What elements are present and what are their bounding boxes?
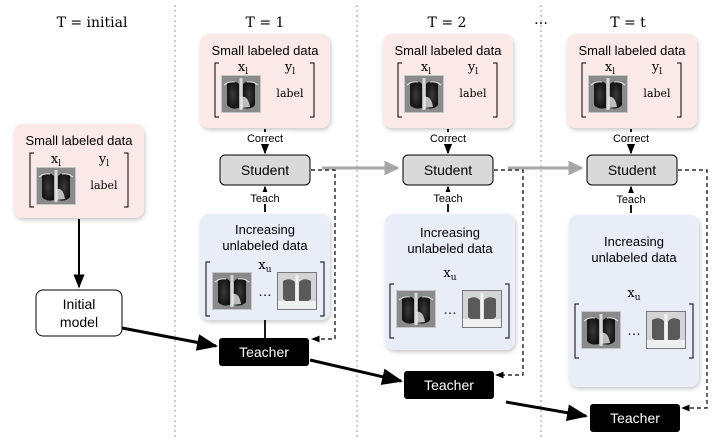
teacher-box-t2: Teacher: [404, 371, 494, 399]
labeled-data-title: Small labeled data: [579, 43, 687, 58]
x-unlabeled-symbol: xu: [443, 266, 456, 283]
label-text: label: [276, 87, 304, 100]
dashed-student-to-teacher-t1: [311, 169, 336, 343]
y-labeled-symbol: yl: [651, 60, 662, 77]
unlabeled-title-line1: Increasing: [420, 225, 480, 240]
unlabeled-data-box-tt: Increasing unlabeled data xu …: [569, 215, 699, 387]
edge-label-correct: Correct: [613, 133, 649, 145]
unlabeled-title-line2: unlabeled data: [591, 250, 677, 265]
label-text: label: [643, 87, 671, 100]
teacher-box-t1: Teacher: [219, 338, 309, 366]
correct-label-bg: [426, 132, 472, 144]
student-box-t1: Student: [219, 154, 311, 186]
chest-xray-icon: [211, 271, 253, 311]
student-box-tt: Student: [586, 154, 678, 186]
teach-label-bg: [248, 192, 282, 204]
x-labeled-symbol: xl: [51, 152, 61, 169]
teacher-label: Teacher: [610, 410, 660, 426]
student-box-t2: Student: [402, 154, 494, 186]
labeled-data-box-initial: Small labeled data xl yl label: [14, 124, 144, 218]
unlabeled-title-line1: Increasing: [235, 222, 295, 237]
correct-label-bg: [609, 132, 655, 144]
chest-xray-icon: [220, 74, 262, 114]
labeled-data-box-t1: Small labeled data xl yl label: [200, 34, 330, 128]
chest-xray-icon: [403, 74, 445, 114]
chest-xray-icon: [395, 289, 437, 329]
unlabeled-data-box-t1: Increasing unlabeled data xu …: [200, 214, 330, 320]
initial-model-box: Initial model: [35, 289, 123, 337]
header-t1: T = 1: [246, 15, 285, 31]
initial-model-label-line1: Initial: [63, 296, 96, 312]
student-label: Student: [608, 162, 656, 178]
label-text: label: [459, 87, 487, 100]
unlabeled-ellipsis: …: [443, 301, 457, 317]
unlabeled-data-box-t2: Increasing unlabeled data xu …: [385, 214, 515, 350]
teach-label-bg: [431, 192, 465, 204]
chest-xray-icon: [587, 74, 629, 114]
x-labeled-symbol: xl: [605, 60, 615, 77]
x-labeled-symbol: xl: [421, 60, 431, 77]
dashed-student-to-teacher-tt: [678, 169, 708, 412]
label-text: label: [90, 179, 118, 192]
unlabeled-ellipsis: …: [258, 283, 272, 299]
edge-label-teach: Teach: [616, 194, 645, 206]
teach-label-bg: [614, 193, 648, 205]
x-unlabeled-symbol: xu: [258, 258, 271, 275]
unlabeled-title-line1: Increasing: [604, 234, 664, 249]
header-t2: T = 2: [428, 15, 467, 31]
correct-label-bg: [243, 132, 289, 144]
teacher-box-tt: Teacher: [590, 404, 680, 432]
y-labeled-symbol: yl: [284, 60, 295, 77]
labeled-data-box-tt: Small labeled data xl yl label: [567, 34, 697, 128]
header-dots: …: [534, 12, 548, 28]
arrow-initial-to-teacher-1: [121, 326, 219, 351]
chest-xray-icon: [35, 166, 77, 206]
x-unlabeled-symbol: xu: [627, 286, 640, 303]
student-label: Student: [424, 162, 472, 178]
y-labeled-symbol: yl: [467, 60, 478, 77]
labeled-data-title: Small labeled data: [395, 43, 503, 58]
chest-xray-icon: [277, 272, 317, 310]
initial-model-label-line2: model: [60, 314, 98, 330]
header-tt: T = t: [610, 15, 646, 31]
chest-xray-icon: [580, 310, 622, 350]
y-labeled-symbol: yl: [98, 152, 109, 169]
edge-label-correct: Correct: [247, 133, 283, 145]
arrow-teacher-1-to-teacher-2: [309, 358, 404, 385]
header-initial: T = initial: [57, 15, 128, 31]
labeled-data-title: Small labeled data: [212, 43, 320, 58]
labeled-data-title: Small labeled data: [26, 133, 134, 148]
chest-xray-icon: [646, 311, 686, 349]
edge-label-correct: Correct: [430, 133, 466, 145]
labeled-data-box-t2: Small labeled data xl yl label: [383, 34, 513, 128]
student-label: Student: [241, 162, 289, 178]
arrow-teacher-2-to-teacher-t: [505, 400, 589, 422]
edge-label-teach: Teach: [250, 193, 279, 205]
dashed-student-to-teacher-t2: [494, 169, 524, 379]
unlabeled-title-line2: unlabeled data: [222, 238, 308, 253]
teacher-label: Teacher: [424, 377, 474, 393]
teacher-label: Teacher: [239, 344, 289, 360]
unlabeled-title-line2: unlabeled data: [407, 241, 493, 256]
x-labeled-symbol: xl: [238, 60, 248, 77]
edge-label-teach: Teach: [433, 193, 462, 205]
unlabeled-ellipsis: …: [627, 322, 641, 338]
chest-xray-icon: [462, 290, 502, 328]
